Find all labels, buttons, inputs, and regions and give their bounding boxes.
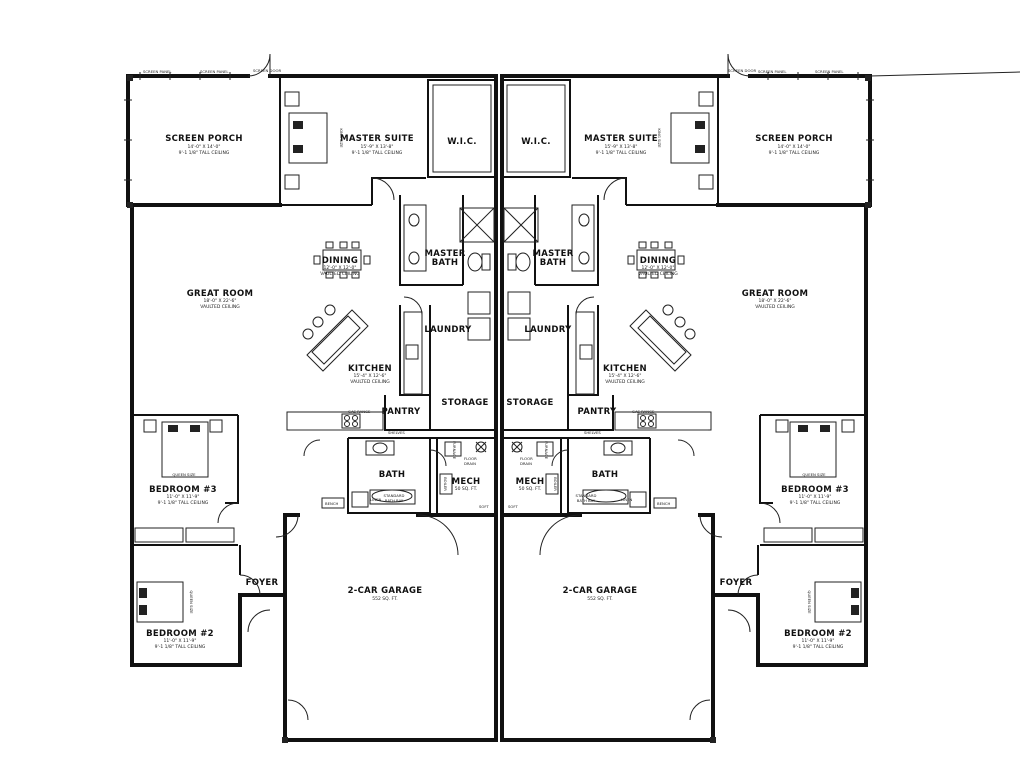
shelves-label: SHELVES [584, 430, 601, 435]
standard-bath-bay-line2: BATH BAY [577, 498, 596, 503]
master-suite-dim: 15'-9" X 13'-8" [605, 144, 638, 150]
bedroom3-ceiling: 9'-1 1/8" TALL CEILING [790, 500, 841, 506]
gas-range-label: GAS RANGE [632, 409, 655, 414]
queen-size-label: QUEEN SIZE [802, 472, 826, 477]
soft-label: SOFT [508, 504, 519, 509]
dining-ceiling: VAULTED CEILING [638, 271, 678, 277]
floor-drain-line1: FLOOR [520, 456, 533, 461]
garage-area: 552 SQ. FT. [587, 596, 612, 602]
property-line [869, 71, 1021, 77]
great-room-dim: 18'-0" X 22'-6" [759, 298, 792, 304]
master-bath-label-line1: MASTER [532, 249, 573, 259]
wic-label: W.I.C. [521, 137, 551, 147]
dining-dim: 12'-0" X 12'-0" [642, 265, 675, 271]
doors [539, 53, 781, 721]
screen-panel-label: SCREEN PANEL [815, 69, 844, 74]
pantry-label: PANTRY [578, 407, 618, 417]
foyer-label: FOYER [720, 578, 753, 588]
bench-label: BENCH [657, 501, 670, 506]
master-suite-ceiling: 9'-1 1/8" TALL CEILING [596, 150, 647, 156]
screen-panel-label: SCREEN PANEL [758, 69, 787, 74]
dining-label: DINING [640, 256, 676, 266]
screen-panels [767, 72, 874, 181]
standard-bath-bay-line1: STANDARD [576, 493, 597, 498]
great-room-label: GREAT ROOM [742, 289, 808, 299]
kitchen-dim: 15'-4" X 12'-6" [609, 373, 642, 379]
bedroom3-dim: 11'-0" X 11'-9" [799, 494, 832, 500]
screen-porch-label: SCREEN PORCH [755, 134, 833, 144]
king-size-label: KING SIZE [657, 128, 662, 148]
floor-drain-line2: DRAIN [520, 461, 532, 466]
furniture [627, 91, 862, 623]
bedroom2-ceiling: 9'-1 1/8" TALL CEILING [793, 644, 844, 650]
kitchen-ceiling: VAULTED CEILING [605, 379, 645, 385]
storage-label: STORAGE [506, 398, 553, 408]
linen-label: LINEN [621, 497, 632, 502]
master-suite-label: MASTER SUITE [584, 134, 658, 144]
bedroom2-dim: 11'-0" X 11'-9" [802, 638, 835, 644]
bedroom3-label: BEDROOM #3 [781, 485, 849, 495]
queen-size-label: QUEEN SIZE [807, 590, 812, 614]
kitchen-label: KITCHEN [603, 364, 647, 374]
right-room-labels: SCREEN PANEL SCREEN PANEL SCREEN DOOR SC… [506, 68, 851, 650]
unit-right [500, 53, 874, 743]
master-bath-label-line2: BATH [540, 258, 567, 268]
mech-area: 50 SQ. FT. [519, 486, 542, 492]
party-wall [494, 74, 504, 742]
furnace-label: FURNACE [544, 441, 549, 460]
bedroom2-label: BEDROOM #2 [784, 629, 852, 639]
screen-door-label: SCREEN DOOR [728, 68, 756, 73]
laundry-label: LAUNDRY [524, 325, 572, 335]
garage-label: 2-CAR GARAGE [563, 586, 638, 596]
boiler-label: BOILER [553, 477, 558, 491]
mech-label: MECH [516, 477, 545, 487]
great-room-ceiling: VAULTED CEILING [755, 304, 795, 310]
bath-label: BATH [592, 470, 619, 480]
screen-porch-ceiling: 9'-1 1/8" TALL CEILING [769, 150, 820, 156]
screen-porch-dim: 14'-0" X 14'-0" [778, 144, 811, 150]
